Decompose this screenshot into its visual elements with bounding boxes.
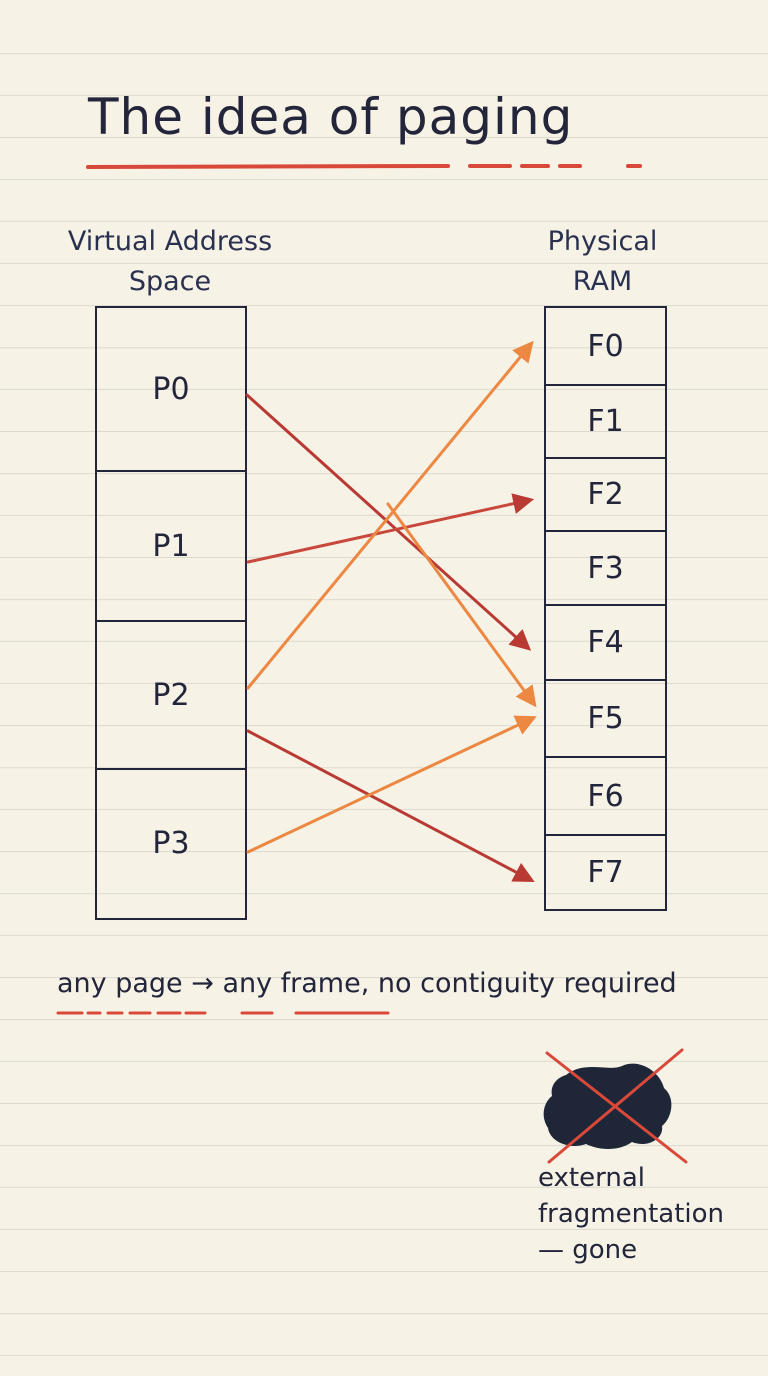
- arrow-p1-to-f5: [386, 502, 537, 708]
- frame-f2: F2: [546, 457, 665, 530]
- caption-note: any page → any frame, no contiguity requ…: [57, 968, 677, 999]
- frame-f4: F4: [546, 604, 665, 679]
- frame-f1: F1: [546, 384, 665, 457]
- arrow-p2-to-f7: [246, 729, 535, 882]
- page-title: The idea of paging: [88, 88, 574, 146]
- page-p1: P1: [97, 470, 245, 620]
- physical-ram-label: Physical RAM: [547, 226, 658, 297]
- title-underline: [86, 164, 642, 169]
- frame-f3: F3: [546, 530, 665, 604]
- cross-out-icon: [545, 1048, 688, 1164]
- arrow-p1-to-f2: [246, 493, 535, 564]
- physical-ram-box: F0 F1 F2 F3 F4 F5 F6 F7: [544, 306, 667, 911]
- page-p3: P3: [97, 768, 245, 917]
- arrow-p3-to-f5: [246, 715, 537, 854]
- virtual-address-space-label: Virtual Address Space: [67, 226, 273, 297]
- arrow-p0-to-f4: [245, 393, 532, 651]
- virtual-address-space-box: P0 P1 P2 P3: [95, 306, 247, 920]
- frame-f7: F7: [546, 834, 665, 908]
- page-p2: P2: [97, 620, 245, 768]
- fragmentation-blob-icon: [543, 1063, 672, 1149]
- frame-f5: F5: [546, 679, 665, 756]
- frame-f6: F6: [546, 756, 665, 834]
- page-p0: P0: [152, 371, 190, 407]
- fragmentation-note: external fragmentation — gone: [538, 1163, 725, 1265]
- arrow-p2-to-f0: [246, 340, 534, 690]
- frame-f0: F0: [587, 328, 624, 364]
